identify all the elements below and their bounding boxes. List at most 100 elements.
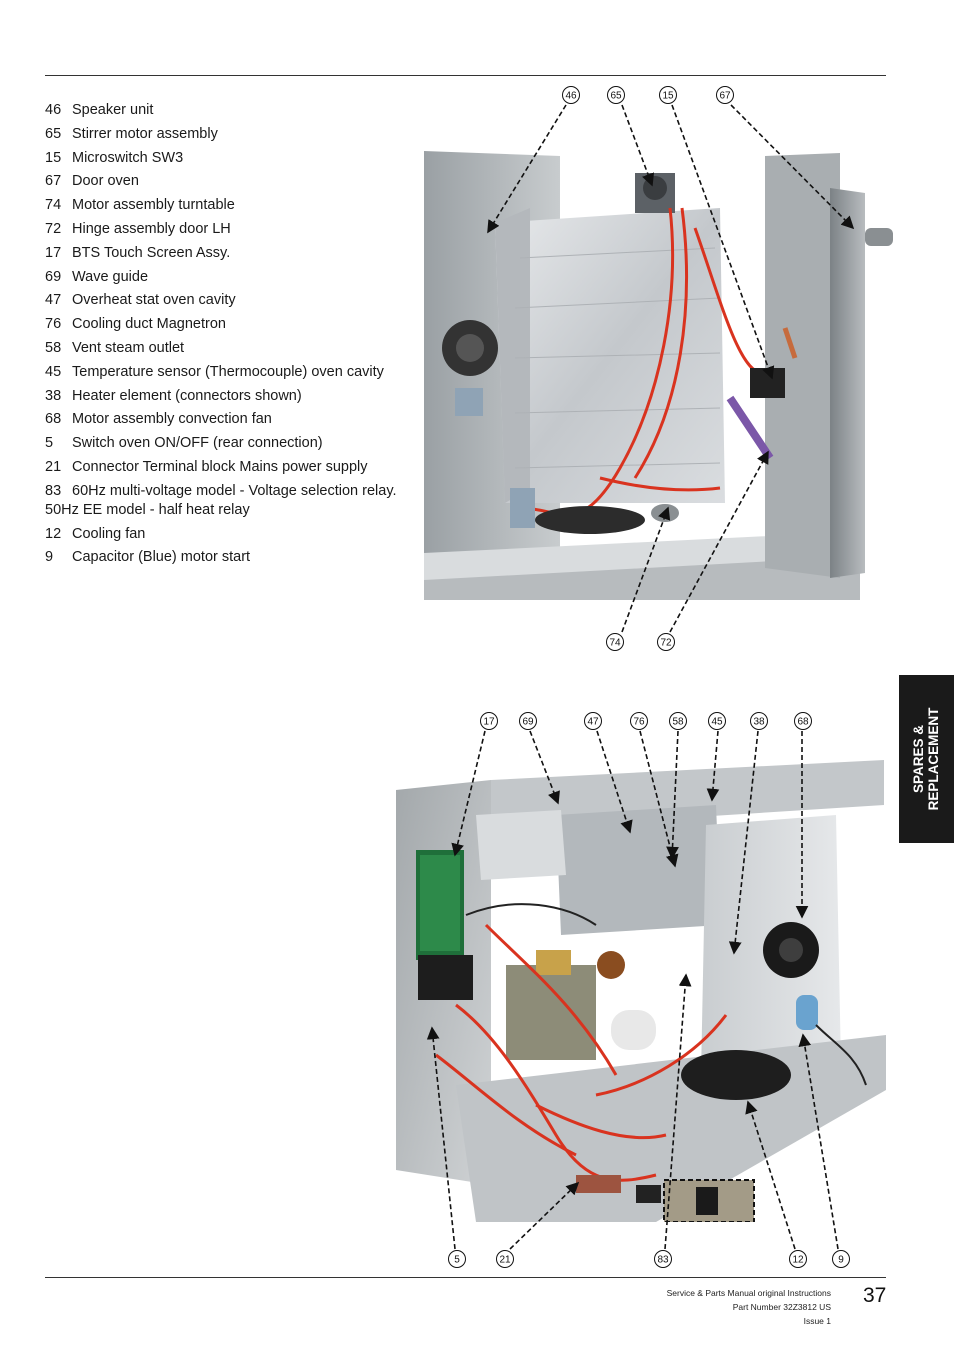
part-description: Capacitor (Blue) motor start [72,549,251,566]
part-description: Heater element (connectors shown) [72,387,302,404]
part-number: 5 [45,435,54,452]
part-number: 46 [45,102,62,118]
oven-side-view-photo [420,148,895,603]
parts-list-item: 74 Motor assembly turntable [45,196,405,215]
part-description: Connector Terminal block Mains power sup… [72,458,368,475]
callout-number: 15 [662,91,674,102]
part-description: Temperature sensor (Thermocouple) oven c… [72,363,384,380]
callout-number: 46 [565,91,577,102]
part-number: 9 [45,549,54,566]
part-description: 60Hz multi-voltage model - Voltage selec… [45,482,397,518]
callout-bubble [630,712,648,730]
callout-number: 47 [587,717,599,728]
footer-issue: Issue 1 [803,1316,831,1326]
parts-list-item: 58 Vent steam outlet [45,339,405,358]
page-number: 37 [863,1284,887,1307]
parts-list-item: 12 Cooling fan [45,525,405,544]
parts-list-item: 15 Microswitch SW3 [45,149,405,168]
callout-number: 67 [719,91,731,102]
section-tab-label: SPARES & REPLACEMENT [911,707,941,811]
parts-list-item: 5 Switch oven ON/OFF (rear connection) [45,434,405,453]
callout-number: 17 [483,717,495,728]
parts-list-item: 67 Door oven [45,172,405,191]
part-number: 15 [45,149,62,166]
callout-bubble [750,712,768,730]
part-description: Cooling duct Magnetron [72,316,226,333]
callout-bubble [832,1250,850,1268]
callout-bubble [480,712,498,730]
callout-bubble [657,633,675,651]
part-number: 58 [45,339,62,356]
callout-number: 76 [633,717,645,728]
callout-number: 72 [660,638,672,649]
part-description: BTS Touch Screen Assy. [72,244,231,261]
callout-bubble [562,86,580,104]
section-tab: SPARES & REPLACEMENT [899,675,954,843]
callout-number: 74 [609,638,621,649]
parts-list-item: 65 Stirrer motor assembly [45,125,405,144]
parts-list: 46 Speaker unit 65 Stirrer motor assembly 15… [45,101,405,572]
callout-bubble [669,712,687,730]
callout-bubble [607,86,625,104]
parts-list-item: 45 Temperature sensor (Thermocouple) oven… [45,363,405,382]
footer-part-number: Part Number 32Z3812 US [732,1302,831,1312]
part-description: Overheat stat oven cavity [72,292,236,309]
part-description: Cooling fan [72,525,146,542]
callout-bubble [496,1250,514,1268]
part-description: Door oven [72,173,139,190]
part-number: 83 [45,482,62,499]
callout-bubble [716,86,734,104]
parts-list-item: 72 Hinge assembly door LH [45,220,405,239]
part-description: Wave guide [72,268,149,285]
callout-number: 69 [522,717,534,728]
callout-number: 12 [792,1255,804,1266]
parts-list-item: 17 BTS Touch Screen Assy. [45,244,405,263]
part-number: 45 [45,363,62,380]
part-description: Switch oven ON/OFF (rear connection) [72,435,323,452]
part-number: 76 [45,316,62,333]
callout-number: 68 [797,717,809,728]
part-number: 17 [45,244,62,261]
part-number: 65 [45,125,62,142]
parts-list-item: 68 Motor assembly convection fan [45,410,405,429]
part-description: Hinge assembly door LH [72,220,231,237]
part-number: 69 [45,268,62,285]
part-number: 68 [45,411,62,428]
part-number: 47 [45,292,62,309]
callout-bubble [654,1250,672,1268]
parts-list-item: 38 Heater element (connectors shown) [45,387,405,406]
callout-bubble [659,86,677,104]
part-number: 67 [45,173,62,190]
callout-number: 45 [711,717,723,728]
part-description: Vent steam outlet [72,339,185,356]
callout-bubble [794,712,812,730]
part-description: Speaker unit [72,102,154,118]
part-description: Microswitch SW3 [72,149,184,166]
parts-list-item: 47 Overheat stat oven cavity [45,291,405,310]
callout-bubble [789,1250,807,1268]
part-number: 12 [45,525,62,542]
callout-number: 65 [610,91,622,102]
parts-list-item: 9 Capacitor (Blue) motor start [45,548,405,567]
footer-rule [45,1277,886,1278]
callout-bubble [519,712,537,730]
callout-number: 21 [499,1255,511,1266]
part-description: Stirrer motor assembly [72,125,218,142]
part-number: 72 [45,220,62,237]
footer-info: Service & Parts Manual original Instruct… [667,1286,831,1328]
part-number: 38 [45,387,62,404]
part-number: 74 [45,197,62,214]
callout-bubble [584,712,602,730]
callout-bubble [606,633,624,651]
part-description: Motor assembly convection fan [72,411,272,428]
parts-list-item: 69 Wave guide [45,268,405,287]
callout-number: 83 [657,1255,669,1266]
callout-number: 58 [672,717,684,728]
callout-number: 5 [454,1255,460,1266]
callout-bubble [708,712,726,730]
callout-bubble [448,1250,466,1268]
part-description: Motor assembly turntable [72,197,235,214]
oven-internals-photo [396,755,886,1222]
